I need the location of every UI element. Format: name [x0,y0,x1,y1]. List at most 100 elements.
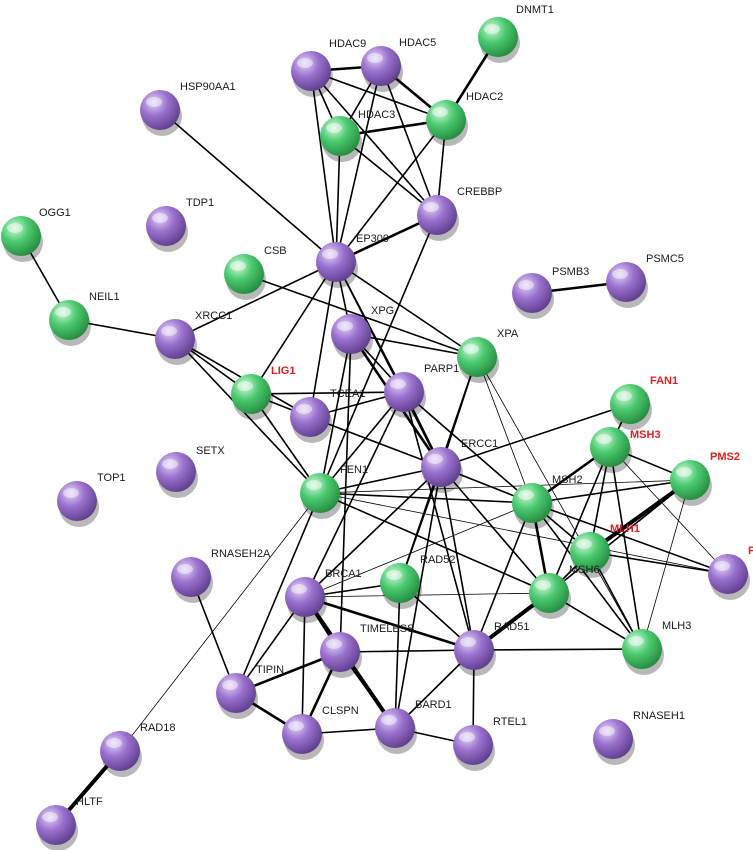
node-hdac9[interactable]: HDAC9 [291,38,366,97]
node-label: XPA [497,328,519,340]
node-psmb3[interactable]: PSMB3 [512,266,589,319]
node-ep300[interactable]: EP300 [316,233,389,288]
node-ball[interactable] [1,216,41,256]
node-ball[interactable] [457,337,497,377]
node-hdac2[interactable]: HDAC2 [426,91,503,146]
node-xpa[interactable]: XPA [457,328,519,383]
node-hsp90aa1[interactable]: HSP90AA1 [140,81,236,136]
node-tcea1[interactable]: TCEA1 [290,388,365,443]
node-ball[interactable] [290,397,330,437]
node-ball[interactable] [512,273,552,313]
node-ball[interactable] [155,319,195,359]
node-ball[interactable] [331,314,371,354]
node-ball[interactable] [224,254,264,294]
node-pms1[interactable]: PMS1 [708,545,753,600]
edge-ercc1-fen1 [319,466,442,494]
node-top1[interactable]: TOP1 [57,472,126,527]
node-rad51[interactable]: RAD51 [454,621,529,676]
node-ball[interactable] [375,708,415,748]
node-rnaseh2a[interactable]: RNASEH2A [171,548,271,603]
node-ball[interactable] [610,384,650,424]
node-fan1[interactable]: FAN1 [610,375,678,430]
node-rad52[interactable]: RAD52 [380,554,455,609]
node-psmc5[interactable]: PSMC5 [606,253,684,308]
node-ball[interactable] [300,473,340,513]
node-ball[interactable] [140,90,180,130]
node-ball[interactable] [426,100,466,140]
node-ball[interactable] [171,557,211,597]
node-label: HLTF [76,796,103,808]
node-mlh1[interactable]: MLH1 [570,523,640,578]
node-ball[interactable] [216,673,256,713]
node-crebbp[interactable]: CREBBP [417,186,502,241]
node-hltf[interactable]: HLTF [36,796,103,850]
node-ball[interactable] [100,731,140,771]
node-tipin[interactable]: TIPIN [216,664,284,719]
node-ercc1[interactable]: ERCC1 [421,438,498,493]
node-msh2[interactable]: MSH2 [512,474,583,529]
node-ball[interactable] [57,481,97,521]
node-rad18[interactable]: RAD18 [100,722,175,777]
node-hdac5[interactable]: HDAC5 [361,37,436,92]
node-ball[interactable] [570,532,610,572]
node-gloss [427,454,443,464]
node-parp1[interactable]: PARP1 [384,363,459,418]
node-ball[interactable] [320,632,360,672]
node-xrcc1[interactable]: XRCC1 [155,310,232,365]
node-ball[interactable] [453,725,493,765]
node-lig1[interactable]: LIG1 [231,365,295,420]
node-ball[interactable] [316,242,356,282]
edge-lig1-parp1 [250,391,405,395]
node-ball[interactable] [454,630,494,670]
node-ball[interactable] [231,374,271,414]
node-label: BARD1 [415,699,452,711]
node-label: HDAC2 [466,91,503,103]
node-dnmt1[interactable]: DNMT1 [478,4,554,63]
node-bard1[interactable]: BARD1 [375,699,452,754]
node-gloss [576,539,592,549]
node-brca1[interactable]: BRCA1 [285,568,362,623]
node-ball[interactable] [590,427,630,467]
node-ogg1[interactable]: OGG1 [1,207,71,262]
node-ball[interactable] [49,300,89,340]
node-ball[interactable] [291,51,331,91]
node-hdac3[interactable]: HDAC3 [320,109,395,162]
node-ball[interactable] [146,206,186,246]
node-csb[interactable]: CSB [224,245,287,300]
node-fen1[interactable]: FEN1 [300,464,368,519]
node-ball[interactable] [320,116,360,156]
node-ball[interactable] [478,17,518,57]
node-ball[interactable] [529,573,569,613]
node-ball[interactable] [512,483,552,523]
node-ball[interactable] [285,577,325,617]
node-xpg[interactable]: XPG [331,305,394,360]
node-ball[interactable] [156,452,196,492]
node-pms2[interactable]: PMS2 [670,451,740,506]
node-ball[interactable] [593,719,633,759]
node-neil1[interactable]: NEIL1 [49,291,120,346]
node-ball[interactable] [361,46,401,86]
node-ball[interactable] [36,805,76,845]
node-ball[interactable] [622,629,662,669]
edge-mlh1-pms1 [589,551,729,575]
node-tdp1[interactable]: TDP1 [146,197,214,252]
node-ball[interactable] [384,372,424,412]
node-msh3[interactable]: MSH3 [590,427,661,473]
node-timeless[interactable]: TIMELESS [320,623,414,678]
node-ball[interactable] [417,195,457,235]
node-rtel1[interactable]: RTEL1 [453,716,527,771]
edge-fen1-tipin [235,492,321,694]
node-ball[interactable] [380,563,420,603]
node-ball[interactable] [606,262,646,302]
node-clspn[interactable]: CLSPN [282,705,359,760]
node-mlh3[interactable]: MLH3 [622,620,691,675]
node-msh6[interactable]: MSH6 [529,564,600,619]
node-ball[interactable] [421,447,461,487]
node-ball[interactable] [282,714,322,754]
node-ball[interactable] [670,460,710,500]
node-ball[interactable] [708,554,748,594]
node-rnaseh1[interactable]: RNASEH1 [593,710,685,765]
node-setx[interactable]: SETX [156,445,225,498]
node-gloss [616,391,632,401]
